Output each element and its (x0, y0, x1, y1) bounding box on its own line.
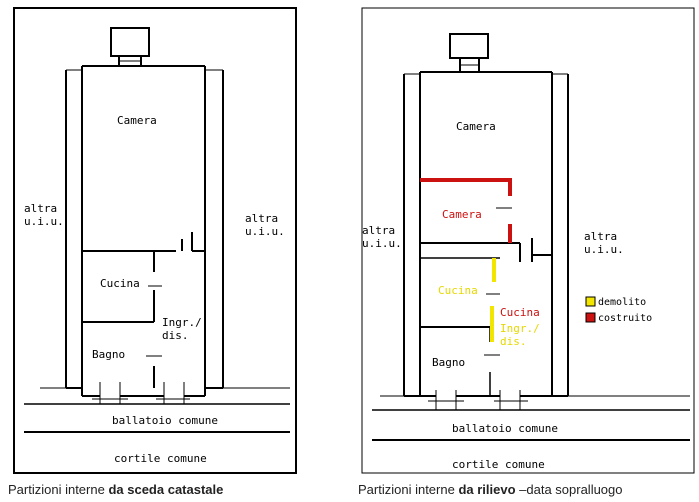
right-plan-labels: Camera Camera Cucina Cucina Ingr./ dis. … (362, 120, 624, 471)
legend-label-costruito: costruito (598, 313, 652, 324)
legend-swatch-costruito (585, 312, 596, 323)
label-altra-right-2: u.i.u. (245, 225, 285, 238)
right-caption: Partizioni interne da rilievo –data sopr… (358, 482, 623, 497)
legend-swatch-demolito (585, 296, 596, 307)
label-ingresso-1: Ingr./ (162, 316, 202, 329)
left-caption: Partizioni interne da sceda catastale (8, 482, 223, 497)
right-caption-suffix: –data sopralluogo (515, 482, 623, 497)
label-altra-right-1: altra (245, 212, 278, 225)
label-cortile: cortile comune (452, 458, 545, 471)
left-plan-labels: Camera Cucina Ingr./ dis. Bagno altra u.… (24, 114, 285, 465)
left-caption-prefix: Partizioni interne (8, 482, 109, 497)
left-frame (13, 7, 297, 474)
label-camera-red: Camera (442, 208, 482, 221)
label-ingresso-2: dis. (162, 329, 189, 342)
label-cucina: Cucina (100, 277, 140, 290)
legend-label-demolito: demolito (598, 297, 646, 308)
label-cucina-yellow: Cucina (438, 284, 478, 297)
label-altra-right-1: altra (584, 230, 617, 243)
label-bagno: Bagno (92, 348, 125, 361)
label-cucina-red: Cucina (500, 306, 540, 319)
left-top-box (110, 27, 150, 57)
label-altra-left-2: u.i.u. (24, 215, 64, 228)
label-camera: Camera (117, 114, 157, 127)
right-floor-plan (361, 7, 695, 474)
label-altra-left-1: altra (24, 202, 57, 215)
legend: demolito costruito (585, 296, 652, 324)
left-floor-plan (13, 7, 297, 474)
right-caption-bold: da rilievo (458, 482, 516, 497)
label-ballatoio: ballatoio comune (112, 414, 218, 427)
label-bagno: Bagno (432, 356, 465, 369)
floor-plans-drawing: Camera Cucina Ingr./ dis. Bagno altra u.… (13, 7, 695, 474)
label-cortile: cortile comune (114, 452, 207, 465)
label-camera: Camera (456, 120, 496, 133)
built-wall-camera-top (420, 178, 512, 196)
label-ingresso-2: dis. (500, 335, 527, 348)
label-altra-left-1: altra (362, 224, 395, 237)
right-plan-modifications (420, 178, 512, 342)
label-altra-left-2: u.i.u. (362, 237, 402, 250)
right-caption-prefix: Partizioni interne (358, 482, 459, 497)
left-caption-bold: da sceda catastale (108, 482, 224, 497)
label-altra-right-2: u.i.u. (584, 243, 624, 256)
label-ballatoio: ballatoio comune (452, 422, 558, 435)
right-top-box (449, 33, 489, 59)
right-frame (361, 7, 695, 474)
label-ingresso-1: Ingr./ (500, 322, 540, 335)
